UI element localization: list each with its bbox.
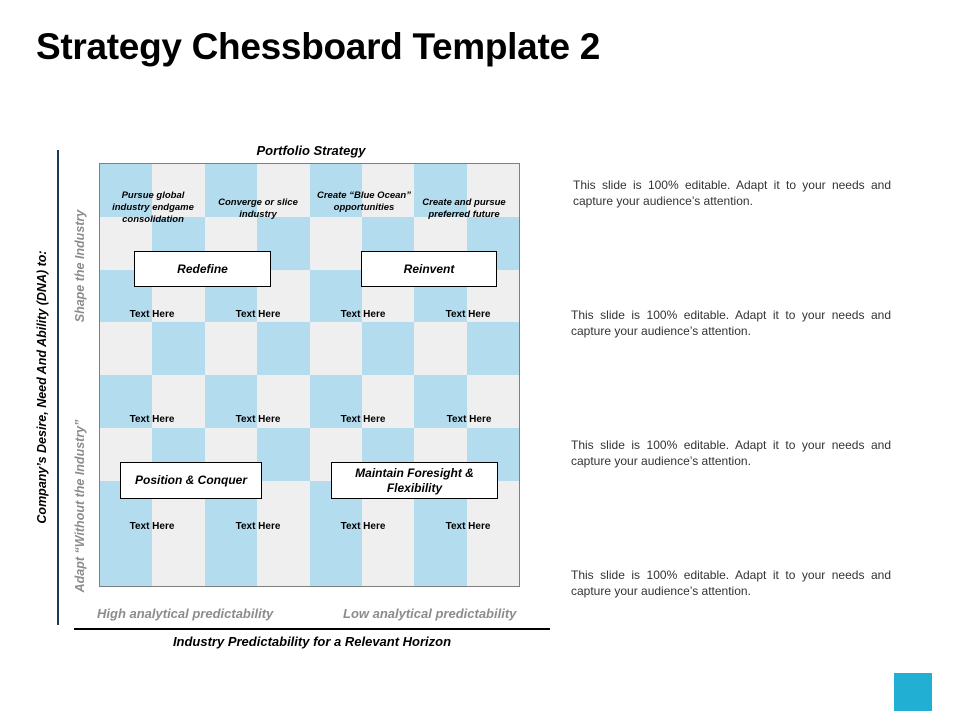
board-cell <box>257 427 310 481</box>
adapt-industry-label: Adapt “Without the Industry” <box>73 419 87 593</box>
cell-text: Text Here <box>129 521 175 532</box>
low-predictability-label: Low analytical predictability <box>343 606 517 621</box>
page-title: Strategy Chessboard Template 2 <box>36 26 600 67</box>
board-cell <box>152 533 205 586</box>
redefine-box: Redefine <box>134 251 271 287</box>
board-cell <box>257 164 310 217</box>
board-cell <box>257 375 310 428</box>
cell-text: Text Here <box>445 521 491 532</box>
board-cell <box>100 322 153 375</box>
board-cell <box>257 533 310 586</box>
cell-text: Text Here <box>340 521 386 532</box>
board-cell <box>309 322 362 375</box>
corner-text-global-consolidation: Pursue global industry endgame consolida… <box>112 190 194 225</box>
side-note-3: This slide is 100% editable. Adapt it to… <box>571 438 891 468</box>
horizontal-axis-label: Industry Predictability for a Relevant H… <box>172 634 452 649</box>
board-cell <box>309 269 362 323</box>
board-cell <box>152 322 205 375</box>
board-cell <box>204 533 258 586</box>
cell-text: Text Here <box>129 309 175 320</box>
cell-text: Text Here <box>235 414 281 425</box>
board-cell <box>466 533 519 586</box>
board-cell <box>100 533 153 586</box>
corner-text-preferred-future: Create and pursue preferred future <box>422 197 506 220</box>
cell-text: Text Here <box>340 309 386 320</box>
shape-industry-label: Shape the Industry <box>73 209 87 323</box>
board-cell <box>414 164 467 217</box>
position-conquer-box: Position & Conquer <box>120 462 262 499</box>
board-cell <box>414 533 467 586</box>
board-cell <box>361 322 415 375</box>
cell-text: Text Here <box>340 414 386 425</box>
board-cell <box>466 375 519 428</box>
corner-text-blue-ocean: Create “Blue Ocean” opportunities <box>317 190 411 213</box>
side-note-1: This slide is 100% editable. Adapt it to… <box>573 178 891 208</box>
horizontal-axis-line <box>74 628 550 630</box>
board-cell <box>466 164 519 217</box>
board-cell <box>257 322 310 375</box>
board-cell <box>414 375 467 428</box>
cell-text: Text Here <box>445 309 491 320</box>
board-cell <box>100 164 153 217</box>
board-cell <box>257 480 310 534</box>
side-note-4: This slide is 100% editable. Adapt it to… <box>571 568 891 598</box>
board-cell <box>414 322 467 375</box>
board-cell <box>361 164 415 217</box>
portfolio-strategy-label: Portfolio Strategy <box>256 143 366 158</box>
board-cell <box>309 216 362 270</box>
side-note-2: This slide is 100% editable. Adapt it to… <box>571 308 891 338</box>
corner-text-converge-slice: Converge or slice industry <box>218 197 298 220</box>
cell-text: Text Here <box>235 521 281 532</box>
board-cell <box>100 375 153 428</box>
board-cell <box>309 533 362 586</box>
high-predictability-label: High analytical predictability <box>97 606 274 621</box>
cell-text: Text Here <box>235 309 281 320</box>
board-cell <box>466 322 519 375</box>
board-cell <box>309 375 362 428</box>
board-cell <box>204 164 258 217</box>
reinvent-box: Reinvent <box>361 251 497 287</box>
cell-text: Text Here <box>446 414 492 425</box>
board-cell <box>361 375 415 428</box>
board-cell <box>204 322 258 375</box>
vertical-axis-label: Company’s Desire, Need And Ability (DNA)… <box>35 250 49 524</box>
maintain-foresight-box: Maintain Foresight & Flexibility <box>331 462 498 499</box>
board-cell <box>361 533 415 586</box>
accent-square <box>894 673 932 711</box>
board-cell <box>204 375 258 428</box>
board-cell <box>309 164 362 217</box>
board-cell <box>152 375 205 428</box>
vertical-axis-line <box>57 150 59 625</box>
board-cell <box>152 164 205 217</box>
cell-text: Text Here <box>129 414 175 425</box>
